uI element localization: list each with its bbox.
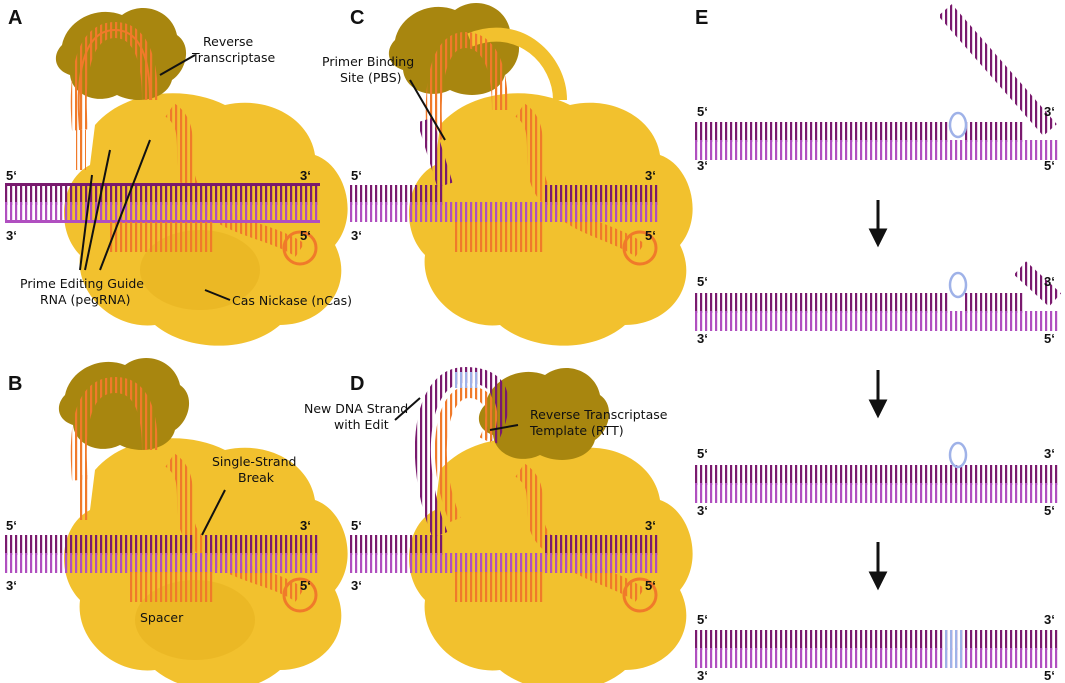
dna-bottom-strand [5,553,320,573]
end-label: 3‘ [6,228,17,243]
end-label: 5‘ [697,274,708,289]
dna-top-strand-left [5,535,195,555]
panel-letter-e: E [695,7,708,29]
end-label: 5‘ [697,104,708,119]
end-label: 3‘ [645,168,656,183]
end-label: 5‘ [645,228,656,243]
panel-letter-c: C [350,7,364,29]
label-new-dna: with Edit [334,417,389,432]
panel-d: D 5‘ 3‘ 3‘ 5‘ New DNA Strand with Edit R… [304,366,693,683]
end-label: 3‘ [6,578,17,593]
end-label: 5‘ [351,518,362,533]
end-label: 5‘ [6,518,17,533]
end-label: 5‘ [300,228,311,243]
end-label: 5‘ [1044,503,1055,518]
arrow-down-icon [868,542,888,591]
panel-letter-b: B [8,373,22,395]
end-label: 5‘ [6,168,17,183]
pegrna-tail [76,130,86,170]
end-label: 5‘ [351,168,362,183]
end-label: 3‘ [645,518,656,533]
pbs-strand [417,117,453,188]
step-1: 5‘ 3‘ 3‘ 5‘ [695,4,1060,173]
step-2: 5‘ 3‘ 3‘ 5‘ [695,261,1062,346]
panel-e: E 5‘ 3‘ 3‘ 5‘ 5‘ 3‘ 3‘ 5‘ [695,4,1062,683]
label-pegrna: RNA (pegRNA) [40,292,130,307]
spacer-rna [130,572,215,602]
label-pbs: Primer Binding [322,54,414,69]
label-reverse-transcriptase: Transcriptase [191,50,276,65]
end-label: 3‘ [697,331,708,346]
panel-c: C 5‘ 3‘ 3‘ 5‘ Primer Binding Site (PBS) [322,2,693,346]
dna-bottom-strand [5,202,320,222]
edit-mismatch [948,111,968,139]
end-label: 3‘ [1044,104,1055,119]
end-label: 5‘ [645,578,656,593]
label-rtt: Template (RTT) [529,423,624,438]
end-label: 5‘ [1044,158,1055,173]
dna-top-strand-right [205,535,320,555]
end-label: 5‘ [697,612,708,627]
label-reverse-transcriptase: Reverse [203,34,254,49]
end-label: 3‘ [697,668,708,683]
panel-letter-a: A [8,7,22,29]
edit-region [945,630,965,668]
dna-top-strand [5,185,320,205]
label-single-strand-break: Break [238,470,275,485]
end-label: 3‘ [300,518,311,533]
label-cas-nickase: Cas Nickase (nCas) [232,293,352,308]
end-label: 5‘ [1044,331,1055,346]
flap-strand [938,4,1057,136]
label-new-dna: New DNA Strand [304,401,408,416]
panel-b: B 5‘ 3‘ 3‘ 5‘ Single-Strand Break Spacer [5,357,348,683]
pegrna-hairpin [282,230,318,266]
end-label: 5‘ [697,446,708,461]
step-4: 5‘ 3‘ 3‘ 5‘ [695,612,1060,683]
label-single-strand-break: Single-Strand [212,454,296,469]
end-label: 3‘ [1044,446,1055,461]
label-pegrna: Prime Editing Guide [20,276,144,291]
end-label: 3‘ [351,228,362,243]
end-label: 5‘ [300,578,311,593]
end-label: 3‘ [697,158,708,173]
end-label: 3‘ [1044,274,1055,289]
arrow-down-icon [868,370,888,419]
label-spacer: Spacer [140,610,184,625]
end-label: 3‘ [1044,612,1055,627]
end-label: 3‘ [697,503,708,518]
label-pbs: Site (PBS) [340,70,402,85]
step-3: 5‘ 3‘ 3‘ 5‘ [695,441,1060,518]
end-label: 3‘ [351,578,362,593]
end-label: 5‘ [1044,668,1055,683]
panel-a: A 5‘ 3‘ 3‘ 5‘ Reverse Transcriptase Prim… [5,7,352,346]
label-rtt: Reverse Transcriptase [530,407,668,422]
spacer-rna [108,222,213,252]
pegrna-loop [70,376,158,481]
arrow-down-icon [868,200,888,248]
end-label: 3‘ [300,168,311,183]
panel-letter-d: D [350,373,364,395]
